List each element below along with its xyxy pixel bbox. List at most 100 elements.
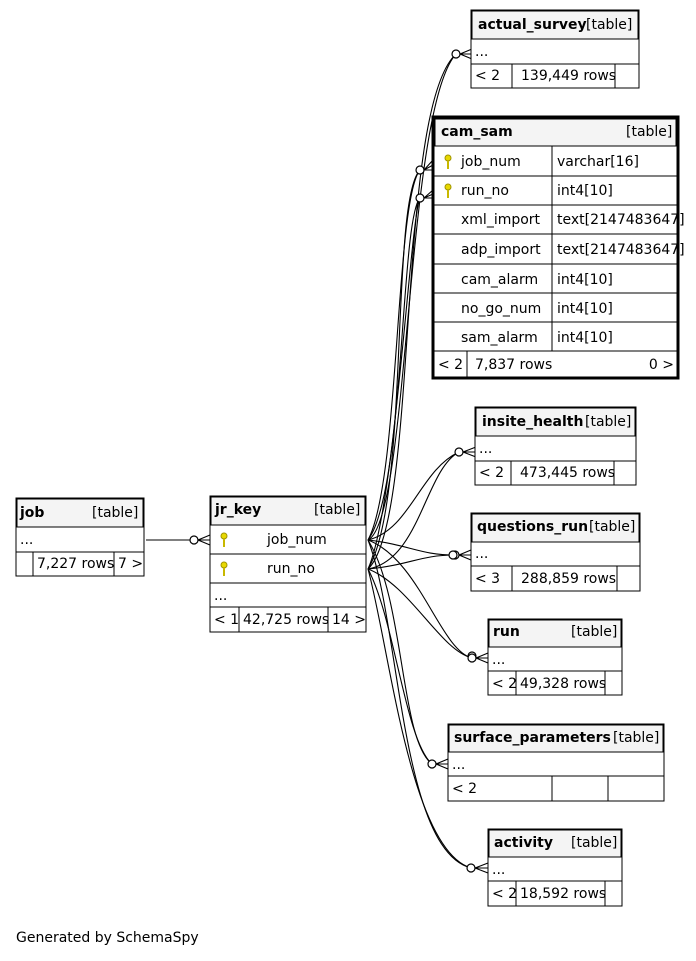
column-name: job_num (460, 154, 521, 170)
table-name: insite_health (482, 414, 583, 430)
table-kind: [table] (586, 17, 632, 33)
columns-ellipsis: ... (492, 862, 505, 878)
table-cam_sam[interactable]: cam_sam [table] job_num varchar[16] run_… (431, 115, 685, 380)
row-count: 139,449 rows (521, 68, 616, 84)
parent-count: < 2 (479, 465, 504, 481)
edge-jr_key-questions_run-a (367, 539, 456, 556)
table-name: questions_run (477, 519, 588, 535)
column-type: int4[10] (557, 301, 613, 317)
edge-jr_key-actual_survey-b (367, 53, 457, 570)
edge-jr_key-cam_sam-run_no-b (367, 197, 421, 570)
table-name: cam_sam (441, 124, 513, 140)
parent-count: < 2 (492, 886, 517, 902)
column-type: varchar[16] (557, 154, 639, 170)
endpoint-insite_health (454, 446, 477, 458)
column-type: int4[10] (557, 272, 613, 288)
key-icon (444, 183, 452, 198)
parent-count: < 2 (452, 781, 477, 797)
row-count: 288,859 rows (521, 571, 616, 587)
table-insite_health[interactable]: insite_health [table] ... < 2 473,445 ro… (474, 406, 637, 486)
column-name: run_no (461, 183, 509, 199)
table-kind: [table] (571, 835, 617, 851)
row-count: 473,445 rows (520, 465, 615, 481)
key-icon (220, 532, 228, 547)
edge-jr_key-run-a (367, 539, 473, 659)
column-name: job_num (266, 532, 327, 548)
key-icon (220, 561, 228, 576)
endpoint-jr_key (189, 534, 211, 546)
table-kind: [table] (571, 624, 617, 640)
table-kind: [table] (613, 730, 659, 746)
row-count: 49,328 rows (520, 676, 606, 692)
edge-jr_key-questions_run-b (367, 554, 456, 570)
table-activity[interactable]: activity [table] ... < 2 18,592 rows (487, 828, 623, 907)
child-count: 7 > (118, 556, 143, 572)
endpoint-cam_sam-job_num (415, 159, 434, 175)
parent-count: < 1 (214, 612, 239, 628)
edge-endpoints (189, 48, 489, 874)
row-count: 18,592 rows (520, 886, 606, 902)
table-questions_run[interactable]: questions_run [table] ... < 3 288,859 ro… (470, 512, 641, 592)
table-jr_key[interactable]: jr_key [table] job_num run_no ... < 1 42… (209, 495, 367, 633)
parent-count: < 3 (475, 571, 500, 587)
table-name: job (19, 505, 44, 521)
table-kind: [table] (626, 124, 672, 140)
table-surface_parameters[interactable]: surface_parameters [table] ... < 2 (447, 723, 665, 802)
column-type: text[2147483647] (557, 242, 685, 258)
table-job[interactable]: job [table] ... 7,227 rows 7 > (15, 497, 145, 577)
columns-ellipsis: ... (475, 44, 488, 60)
parent-count: < 2 (438, 357, 463, 373)
endpoint-actual_survey (451, 48, 473, 60)
column-type: int4[10] (557, 183, 613, 199)
table-kind: [table] (92, 505, 138, 521)
edge-jr_key-activity-a (367, 539, 472, 869)
edge-jr_key-cam_sam-job_num-b (367, 169, 421, 570)
column-name: xml_import (461, 212, 541, 228)
columns-ellipsis: ... (475, 546, 488, 562)
parent-count: < 2 (475, 68, 500, 84)
endpoint-surface_parameters (427, 758, 449, 770)
column-type: int4[10] (557, 330, 613, 346)
edge-jr_key-activity-b (367, 568, 472, 869)
edge-jr_key-cam_sam-run_no-a (367, 197, 421, 541)
key-icon (444, 154, 452, 169)
endpoint-activity (466, 862, 489, 874)
column-name: sam_alarm (461, 330, 538, 346)
edge-jr_key-surface_parameters-a (367, 539, 433, 765)
table-name: actual_survey (478, 17, 587, 33)
table-actual_survey[interactable]: actual_survey [table] ... < 2 139,449 ro… (470, 9, 640, 89)
table-name: jr_key (214, 502, 261, 518)
edge-jr_key-run-b (367, 568, 473, 659)
footer-credit: Generated by SchemaSpy (16, 930, 199, 946)
columns-ellipsis: ... (479, 441, 492, 457)
parent-count: < 2 (492, 676, 517, 692)
edge-jr_key-cam_sam-job_num-a (367, 169, 421, 541)
column-name: cam_alarm (461, 272, 538, 288)
edge-jr_key-surface_parameters-b (367, 568, 433, 765)
column-name: run_no (267, 561, 315, 577)
row-count: 7,227 rows (37, 556, 114, 572)
columns-ellipsis: ... (452, 757, 465, 773)
table-name: run (493, 624, 520, 640)
table-kind: [table] (585, 414, 631, 430)
child-count: 14 > (332, 612, 366, 628)
columns-ellipsis: ... (492, 652, 505, 668)
row-count: 42,725 rows (243, 612, 329, 628)
column-type: text[2147483647] (557, 212, 685, 228)
table-kind: [table] (589, 519, 635, 535)
table-kind: [table] (314, 502, 360, 518)
table-name: surface_parameters (454, 730, 611, 746)
child-count: 0 > (649, 357, 674, 373)
endpoint-questions_run (448, 549, 472, 561)
table-run[interactable]: run [table] ... < 2 49,328 rows (487, 618, 623, 696)
edge-jr_key-insite_health-b (367, 451, 460, 570)
relationship-edges (146, 53, 473, 869)
column-name: adp_import (461, 242, 541, 258)
column-name: no_go_num (461, 301, 541, 317)
edge-jr_key-insite_health-a (367, 451, 460, 541)
table-name: activity (494, 835, 553, 851)
columns-ellipsis: ... (214, 588, 227, 604)
columns-ellipsis: ... (20, 532, 33, 548)
endpoint-cam_sam-run_no (415, 189, 434, 203)
